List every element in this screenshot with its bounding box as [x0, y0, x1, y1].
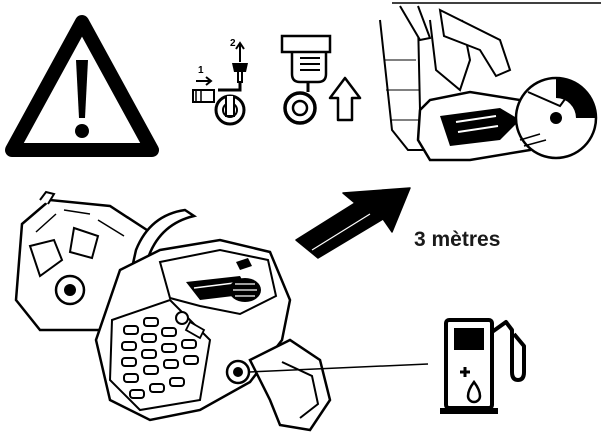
- step-one-label: 1: [198, 65, 204, 76]
- distance-label: 3 mètres: [414, 228, 501, 251]
- step-two-label: 2: [230, 38, 236, 49]
